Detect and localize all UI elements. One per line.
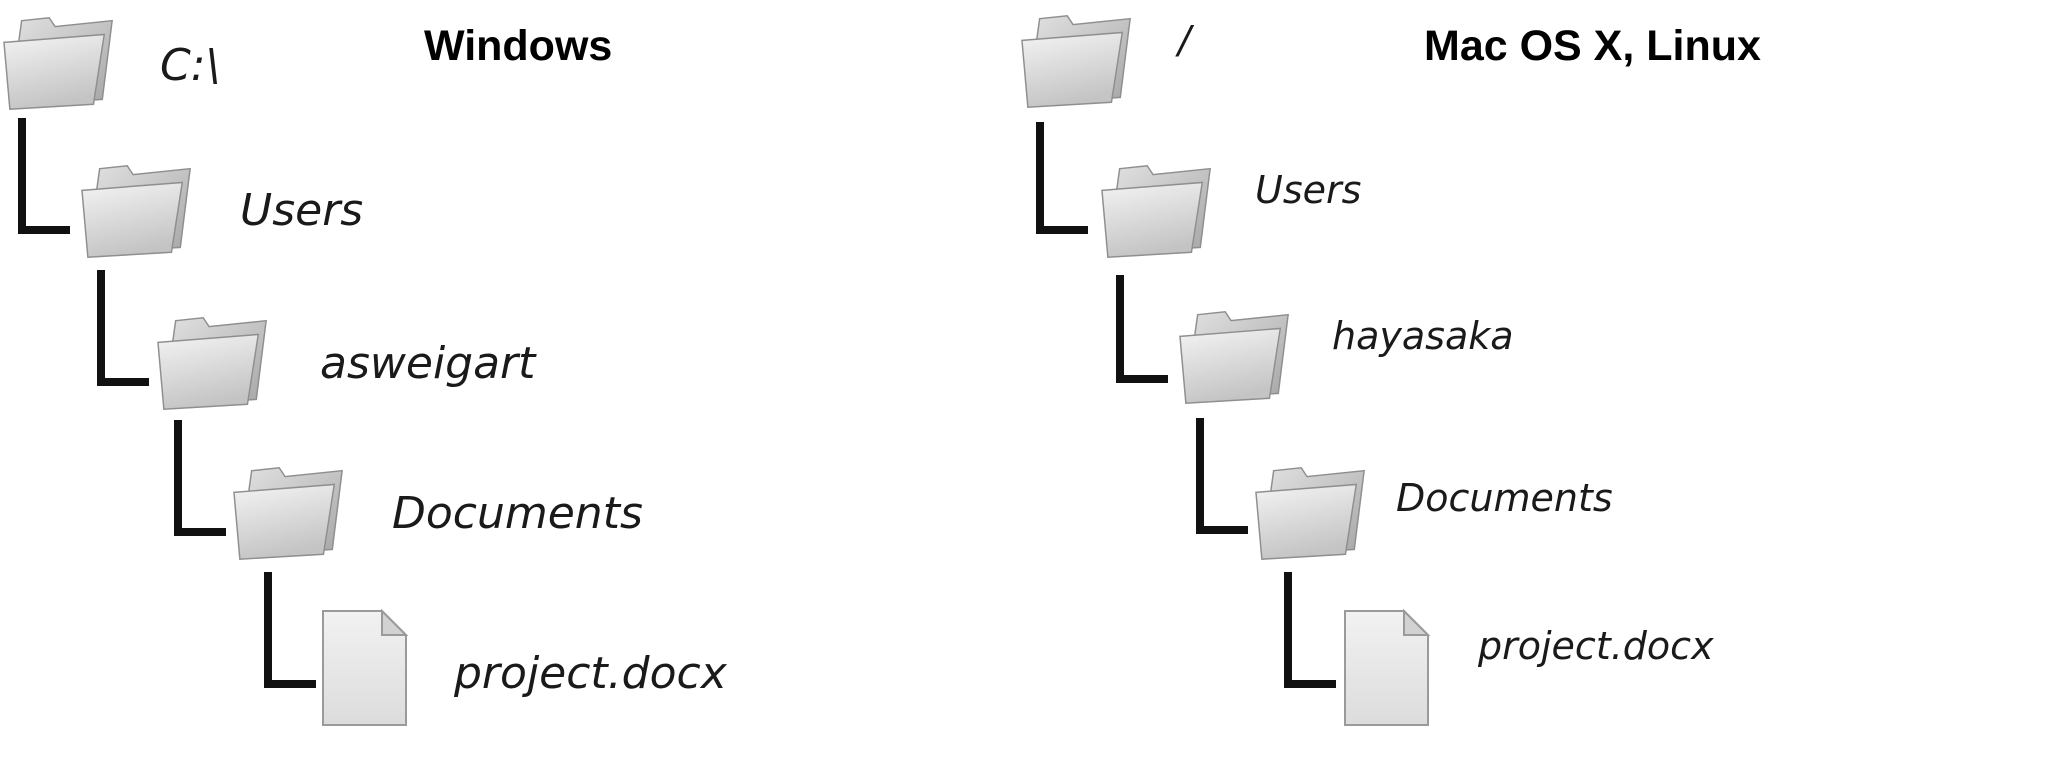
document-icon — [322, 608, 409, 726]
folder-icon — [81, 164, 191, 258]
unix-heading: Mac OS X, Linux — [1424, 22, 1761, 70]
windows-tree-panel: Windows C:\ Users asweigart Documents — [0, 0, 1020, 762]
tree-node-label: Documents — [1396, 476, 1613, 520]
tree-connector — [1284, 572, 1336, 688]
tree-node-label: C:\ — [160, 40, 221, 91]
folder-icon — [233, 466, 343, 560]
tree-node-label: Documents — [392, 488, 643, 539]
folder-icon — [1101, 164, 1211, 258]
tree-connector — [1196, 418, 1248, 534]
tree-node-label: project.docx — [454, 648, 727, 699]
tree-connector — [97, 270, 149, 386]
tree-connector — [1036, 122, 1088, 234]
windows-heading: Windows — [424, 22, 613, 70]
document-icon — [1344, 608, 1431, 726]
folder-icon — [3, 16, 113, 110]
tree-node-label: / — [1178, 18, 1191, 62]
tree-connector — [18, 118, 70, 234]
folder-icon — [1255, 466, 1365, 560]
tree-connector — [174, 420, 226, 536]
tree-connector — [1116, 275, 1168, 383]
folder-icon — [1021, 14, 1131, 108]
tree-node-label: asweigart — [320, 338, 536, 389]
tree-node-label: Users — [240, 185, 364, 236]
folder-icon — [157, 316, 267, 410]
tree-node-label: hayasaka — [1332, 314, 1514, 358]
tree-connector — [264, 572, 316, 688]
unix-tree-panel: Mac OS X, Linux / Users hayasaka Documen… — [1010, 0, 2066, 762]
tree-node-label: Users — [1255, 168, 1362, 212]
folder-icon — [1179, 310, 1289, 404]
tree-node-label: project.docx — [1478, 624, 1714, 668]
